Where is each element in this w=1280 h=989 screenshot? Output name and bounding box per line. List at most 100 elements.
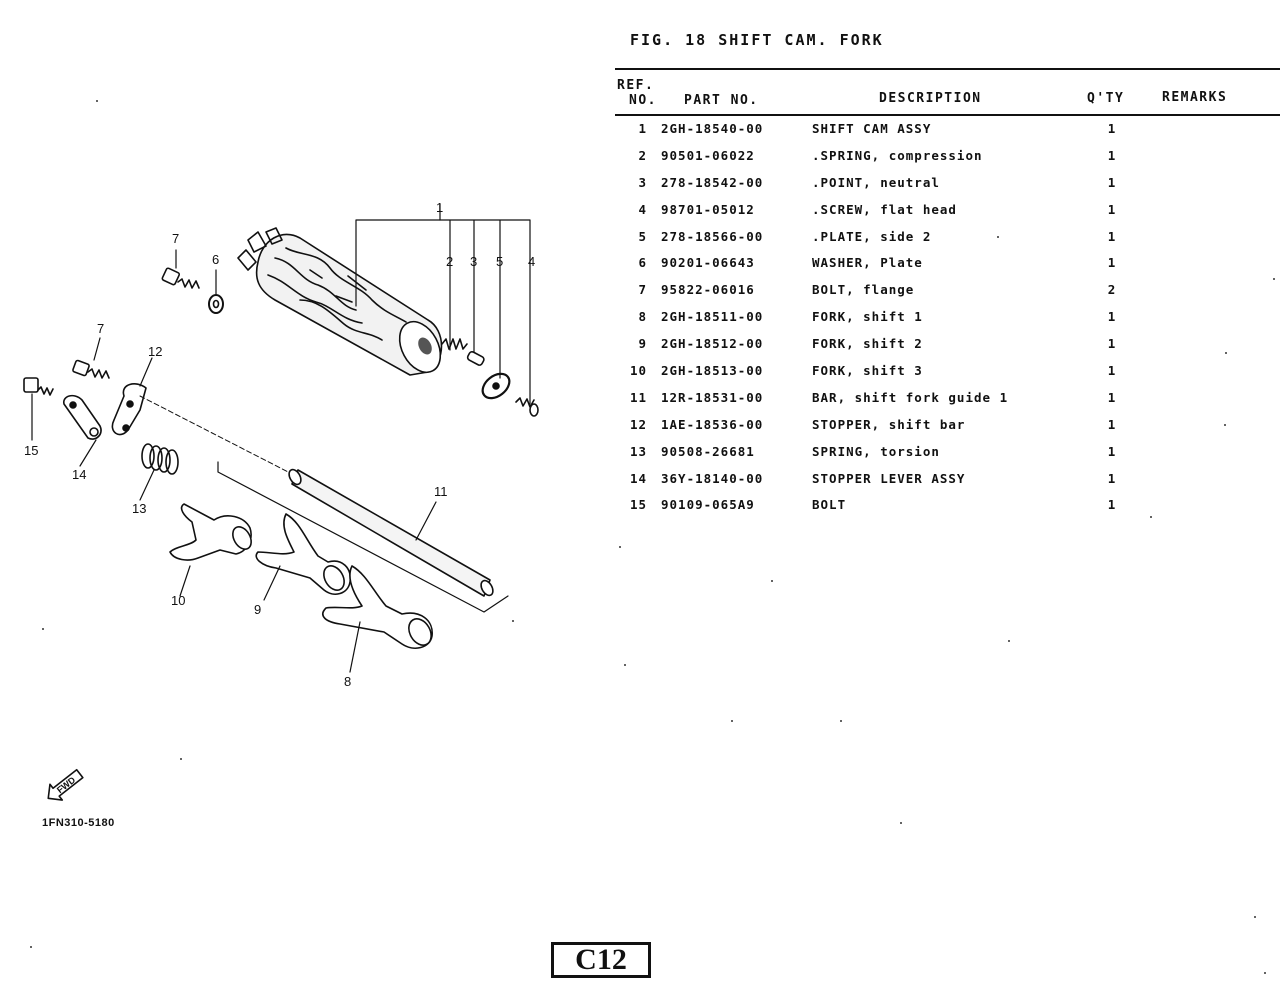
description: WASHER, Plate bbox=[812, 255, 923, 271]
scan-speck bbox=[619, 546, 621, 548]
scan-speck bbox=[997, 236, 999, 238]
part-no: 36Y-18140-00 bbox=[661, 470, 764, 486]
quantity: 1 bbox=[1107, 336, 1117, 352]
callout-9: 9 bbox=[254, 602, 261, 617]
part-no: 2GH-18540-00 bbox=[661, 121, 764, 136]
callout-6: 6 bbox=[212, 252, 219, 267]
scan-speck bbox=[30, 946, 32, 948]
torsion-spring-part bbox=[139, 443, 179, 501]
quantity: 1 bbox=[1107, 228, 1117, 244]
ref-no: 9 bbox=[638, 336, 647, 352]
scan-speck bbox=[42, 628, 44, 630]
quantity: 1 bbox=[1107, 389, 1117, 405]
description: BOLT, flange bbox=[812, 282, 915, 298]
scan-speck bbox=[1150, 516, 1152, 518]
scan-speck bbox=[96, 100, 98, 102]
header-ref-line1: REF. bbox=[617, 78, 655, 93]
neutral-point-part bbox=[466, 350, 485, 366]
part-no: 95822-06016 bbox=[661, 282, 755, 298]
quantity: 1 bbox=[1107, 443, 1117, 459]
quantity: 1 bbox=[1107, 174, 1117, 190]
shift-cam-drum-part bbox=[237, 227, 443, 376]
scan-speck bbox=[624, 664, 626, 666]
description: BOLT bbox=[812, 497, 847, 513]
quantity: 1 bbox=[1107, 121, 1117, 136]
description: FORK, shift 3 bbox=[812, 363, 923, 379]
flange-bolt-lower-part bbox=[72, 337, 110, 379]
shift-fork-3-part bbox=[169, 503, 252, 597]
description: .POINT, neutral bbox=[812, 174, 940, 190]
callout-labels: 1 2 3 4 5 6 7 7 8 9 10 11 12 13 14 15 bbox=[24, 200, 535, 689]
scan-speck bbox=[900, 822, 902, 824]
quantity: 1 bbox=[1107, 497, 1117, 513]
ref-no: 5 bbox=[638, 228, 647, 244]
flat-head-screw-part bbox=[515, 397, 539, 417]
callout-8: 8 bbox=[344, 674, 351, 689]
description: FORK, shift 1 bbox=[812, 309, 923, 325]
description: .SPRING, compression bbox=[812, 147, 983, 163]
quantity: 1 bbox=[1107, 147, 1117, 163]
callout-3: 3 bbox=[470, 254, 477, 269]
part-no: 2GH-18511-00 bbox=[661, 309, 764, 325]
forward-arrow-icon: FWD bbox=[47, 768, 84, 801]
scan-speck bbox=[180, 758, 182, 760]
stopper-lever-assy-part bbox=[63, 394, 102, 467]
table-row: 15 90109-065A9 BOLT 1 bbox=[615, 494, 1280, 521]
part-no: 90109-065A9 bbox=[661, 497, 755, 513]
description: SPRING, torsion bbox=[812, 443, 940, 459]
callout-10: 10 bbox=[171, 593, 185, 608]
callout-11: 11 bbox=[434, 484, 448, 499]
quantity: 1 bbox=[1107, 470, 1117, 486]
header-remarks: REMARKS bbox=[1162, 90, 1228, 105]
page-number: C12 bbox=[551, 942, 651, 978]
scan-speck bbox=[1224, 424, 1226, 426]
figure-title: FIG. 18 SHIFT CAM. FORK bbox=[630, 31, 884, 49]
description: STOPPER, shift bar bbox=[812, 416, 966, 432]
scan-speck bbox=[1008, 640, 1010, 642]
ref-no: 15 bbox=[629, 497, 647, 513]
header-description: DESCRIPTION bbox=[879, 91, 982, 106]
description: .SCREW, flat head bbox=[812, 201, 957, 217]
part-no: 278-18542-00 bbox=[661, 174, 764, 190]
ref-no: 11 bbox=[629, 389, 647, 405]
part-no: 12R-18531-00 bbox=[661, 389, 764, 405]
side-plate-part bbox=[481, 372, 511, 400]
header-ref-line2: NO. bbox=[629, 93, 657, 108]
ref-no: 14 bbox=[629, 470, 647, 486]
ref-no: 2 bbox=[638, 147, 647, 163]
description: FORK, shift 2 bbox=[812, 336, 923, 352]
scan-speck bbox=[512, 620, 514, 622]
quantity: 1 bbox=[1107, 363, 1117, 379]
quantity: 1 bbox=[1107, 309, 1117, 325]
callout-13: 13 bbox=[132, 501, 146, 516]
description: BAR, shift fork guide 1 bbox=[812, 389, 1009, 405]
description: SHIFT CAM ASSY bbox=[812, 121, 932, 136]
description: STOPPER LEVER ASSY bbox=[812, 470, 966, 486]
exploded-parts-diagram: 1 2 3 4 5 6 7 7 8 9 10 11 12 13 14 15 bbox=[23, 200, 539, 689]
scan-speck bbox=[1264, 972, 1266, 974]
callout-7-lower: 7 bbox=[97, 321, 104, 336]
drawing-code: 1FN310-5180 bbox=[42, 817, 115, 829]
callout-15: 15 bbox=[24, 443, 38, 458]
flange-bolt-upper-part bbox=[161, 249, 200, 289]
table-row: 14 36Y-18140-00 STOPPER LEVER ASSY 1 bbox=[615, 468, 1280, 495]
ref-no: 13 bbox=[629, 443, 647, 459]
table-top-rule bbox=[615, 68, 1280, 70]
plate-washer-part bbox=[208, 269, 224, 314]
ref-no: 4 bbox=[638, 201, 647, 217]
part-no: 90508-26681 bbox=[661, 443, 755, 459]
shift-bar-stopper-part bbox=[111, 357, 153, 436]
table-row: 2 90501-06022 .SPRING, compression 1 bbox=[615, 145, 1280, 172]
part-no: 90501-06022 bbox=[661, 147, 755, 163]
description: .PLATE, side 2 bbox=[812, 228, 932, 244]
scan-speck bbox=[1254, 916, 1256, 918]
parts-table: 1 2GH-18540-00 SHIFT CAM ASSY 1 2 90501-0602… bbox=[615, 118, 1280, 521]
callout-5: 5 bbox=[496, 254, 503, 269]
